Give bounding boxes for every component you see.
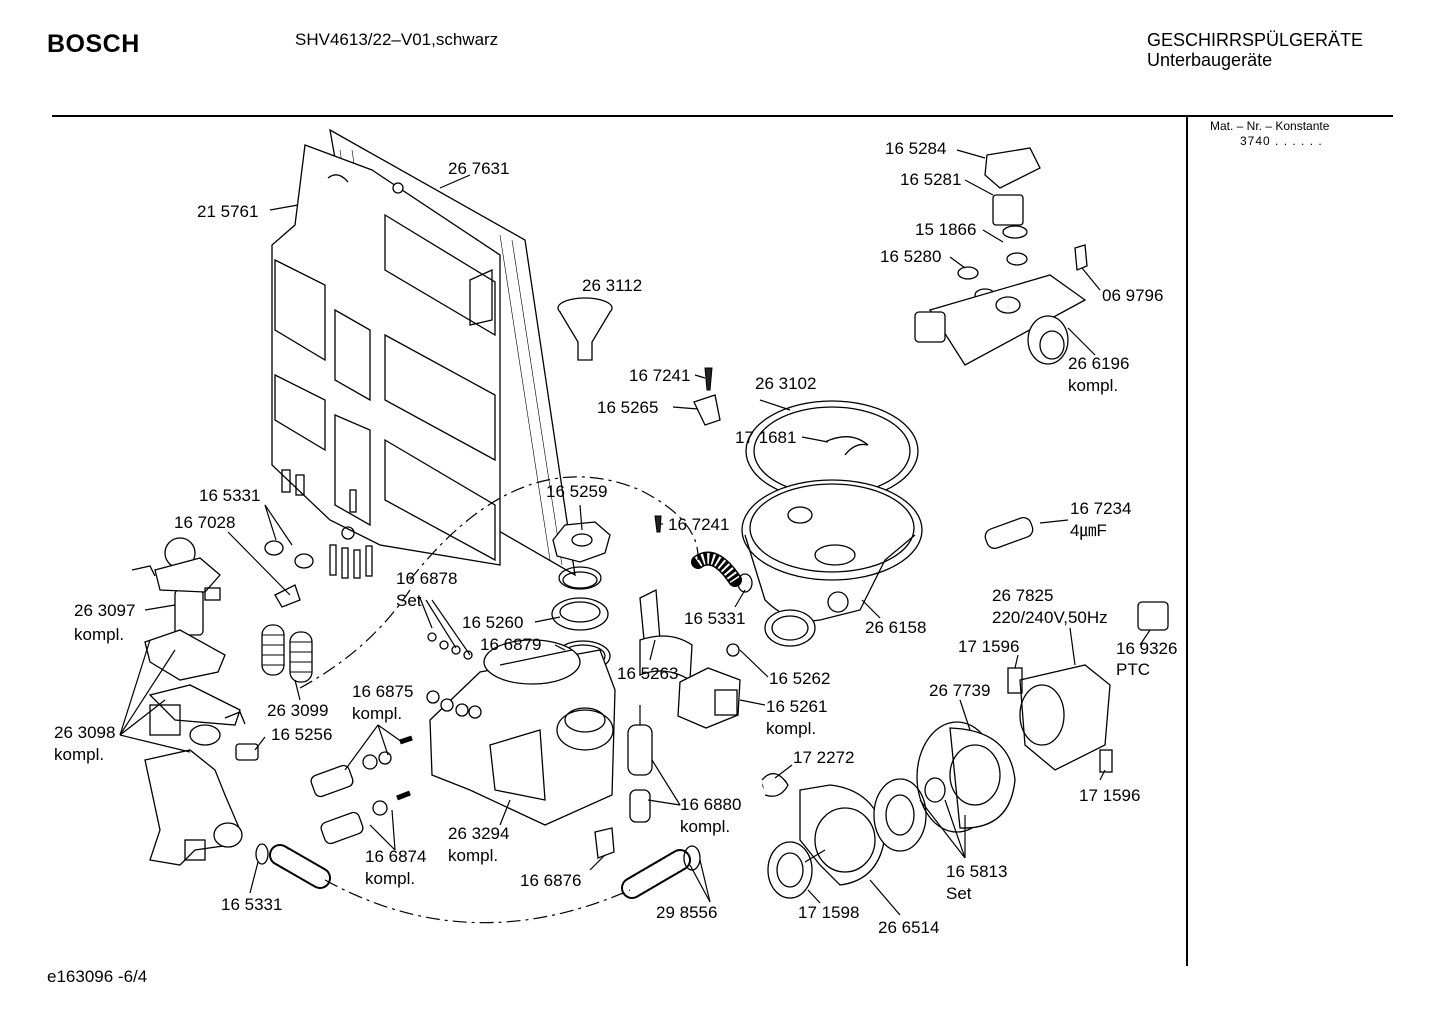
part-label: 16 6876 [520,871,581,890]
part-label: 16 5259 [546,482,607,501]
part-label: 16 6874 [365,847,426,866]
water-container-drawing [271,144,501,579]
part-label: kompl. [54,745,104,764]
clip-drawing [594,827,615,859]
category-subtitle: Unterbaugeräte [1147,50,1273,70]
sump-drawing [741,400,923,647]
part-label: 220/240V,50Hz [992,608,1108,627]
part-label: 16 5331 [684,609,745,628]
part-label: 16 5331 [221,895,282,914]
part-labels: 26 7631 21 5761 26 3112 16 5284 16 5281 … [54,139,1177,937]
part-label: kompl. [1068,376,1118,395]
mat-nr-value: 3740 . . . . . . [1240,134,1323,148]
part-label: kompl. [680,817,730,836]
part-label: 4㎛F [1070,521,1107,541]
lower-hose-drawing [255,843,701,899]
part-label: 26 6158 [865,618,926,637]
part-label: 16 7241 [629,366,690,385]
part-label: 06 9796 [1102,286,1163,305]
heater-valve-assembly-drawing [144,629,259,866]
clamp-drawing [761,773,789,797]
part-label: kompl. [74,625,124,644]
part-label: 26 7739 [929,681,990,700]
part-label: 16 6878 [396,569,457,588]
diagram-code: e163096 -6/4 [47,967,148,986]
part-label: PTC [1116,660,1150,679]
part-label: 16 5265 [597,398,658,417]
part-label: 26 3112 [582,276,642,295]
part-label: 16 5260 [462,613,523,632]
rinse-aid-sensor-drawing [627,705,653,823]
part-label: Set [396,591,422,610]
part-label: 29 8556 [656,903,717,922]
funnel-drawing [557,297,613,361]
part-label: 16 6880 [680,795,741,814]
small-fasteners-drawing [654,367,721,533]
aquasensor-assembly-drawing [131,537,314,636]
part-label: 16 9326 [1116,639,1177,658]
part-label: 16 5261 [766,697,827,716]
drain-hose-drawing [691,551,753,657]
salt-container-drawing [426,632,616,826]
part-label: 26 7825 [992,586,1053,605]
model-number: SHV4613/22–V01,schwarz [295,30,499,49]
part-label: 16 5262 [769,669,830,688]
part-label: 26 6514 [878,918,939,937]
capacitor-drawing [984,516,1034,550]
part-label: 16 5281 [900,170,961,189]
category-title: GESCHIRRSPÜLGERÄTE [1147,30,1364,50]
part-label: kompl. [448,846,498,865]
part-label: 26 7631 [448,159,509,178]
leader-lines [119,149,1151,916]
pressure-switch-drawing [677,667,741,729]
part-label: kompl. [766,719,816,738]
part-label: 17 2272 [793,748,854,767]
part-label: 21 5761 [197,202,258,221]
part-label: 17 1596 [1079,786,1140,805]
inlet-valve-assembly-drawing [914,147,1088,366]
brand-logo: BOSCH [47,30,140,58]
part-label: 16 6875 [352,682,413,701]
part-label: 16 7234 [1070,499,1131,518]
part-label: 16 5813 [946,862,1007,881]
part-label: 26 3097 [74,601,135,620]
part-label: 16 5331 [199,486,260,505]
part-label: Set [946,884,972,903]
mat-nr-label: Mat. – Nr. – Konstante [1210,119,1330,133]
part-label: 15 1866 [915,220,976,239]
solenoid-valves-drawing [310,735,413,845]
part-label: 26 3098 [54,723,115,742]
part-label: 16 5284 [885,139,946,158]
part-label: 26 6196 [1068,354,1129,373]
part-label: 16 7028 [174,513,235,532]
part-label: 16 5256 [271,725,332,744]
part-label: 26 3294 [448,824,509,843]
part-label: kompl. [352,704,402,723]
drain-pump-drawing [762,776,886,899]
part-label: 16 6879 [480,635,541,654]
ptc-drawing [1137,601,1169,631]
part-label: 26 3099 [267,701,328,720]
part-label: 17 1598 [798,903,859,922]
part-label: 17 1596 [958,637,1019,656]
circulation-pump-drawing [873,664,1113,852]
part-label: 26 3102 [755,374,816,393]
spring-pair-drawing [261,624,313,683]
part-label: 16 5263 [617,664,678,683]
part-label: 16 7241 [668,515,729,534]
part-label: 17 1681 [735,428,796,447]
filter-ring-stack-drawing [551,521,611,672]
route-lines [299,476,699,924]
part-label: 16 5280 [880,247,941,266]
part-label: kompl. [365,869,415,888]
